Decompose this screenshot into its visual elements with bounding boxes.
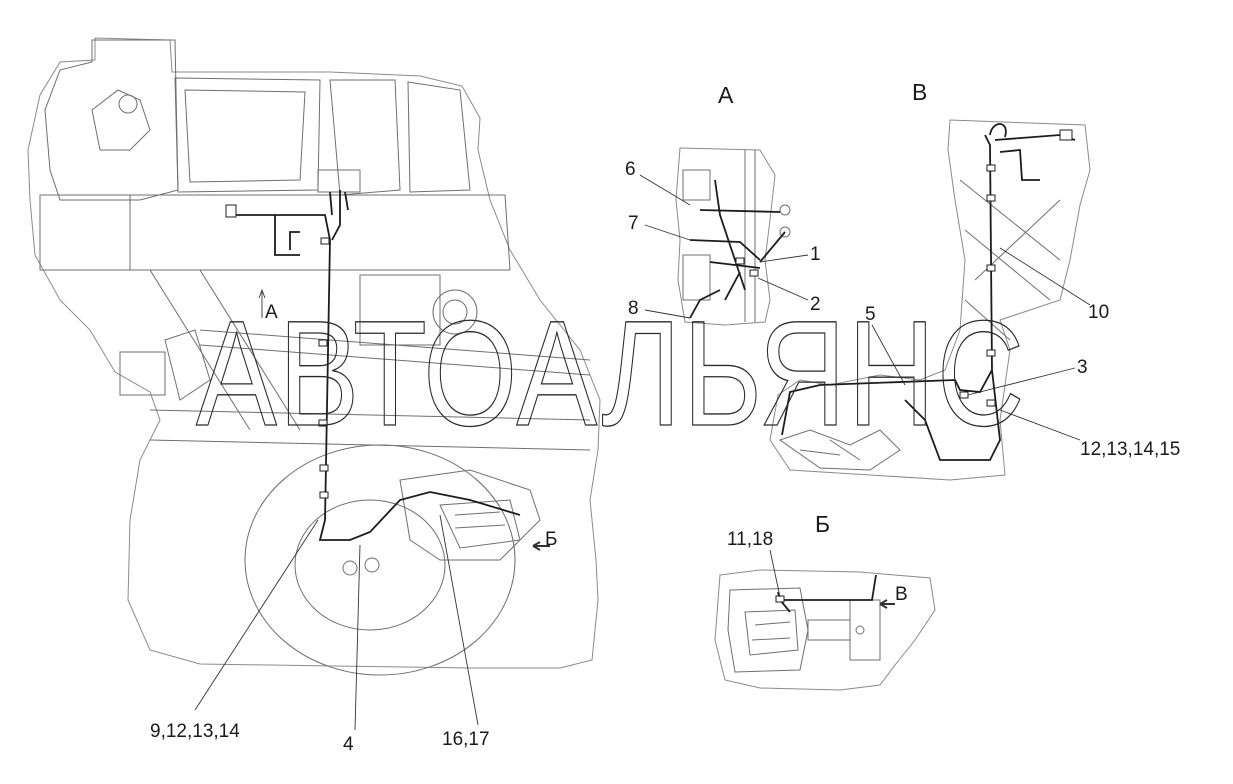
detail-v-top-loop	[989, 123, 1007, 138]
left-box	[119, 351, 166, 396]
view-b-arrow	[532, 541, 550, 551]
leader-3	[967, 367, 1076, 396]
cab-panel	[44, 39, 179, 201]
wheel-bolt-1	[342, 560, 358, 576]
callout-16-17: 16,17	[442, 729, 490, 750]
detail-b-harness	[777, 574, 877, 613]
handle-knob	[118, 94, 138, 114]
detail-a-stud-1	[779, 204, 791, 216]
callout-3: 3	[1077, 357, 1088, 378]
main-harness	[230, 214, 521, 541]
detail-b-outline	[714, 569, 936, 691]
main-clip-4	[319, 464, 329, 472]
main-view: А Б 9,12,13,14 4 16,17	[27, 37, 601, 755]
detail-b-title: Б	[815, 511, 830, 537]
wheel-rim	[294, 499, 446, 631]
main-clip-2	[318, 339, 328, 347]
detail-v-frame-diag	[959, 179, 1061, 341]
main-clip-5	[319, 491, 329, 499]
detail-b-housing	[727, 587, 809, 673]
detail-v-title: В	[912, 79, 927, 105]
leader-5	[871, 324, 906, 386]
detail-b: Б 11,18 В	[714, 511, 936, 691]
callout-1: 1	[810, 244, 821, 265]
detail-b-view-arrow	[879, 599, 895, 609]
leader-10	[999, 247, 1091, 306]
detail-a-rail	[744, 150, 756, 322]
detail-v: В 10 5 3 12,13,14,15	[769, 79, 1180, 481]
frame-rail-upper	[149, 269, 301, 431]
cab-window	[174, 77, 321, 193]
gearbox-detail	[439, 499, 521, 549]
main-clip-6	[225, 204, 237, 218]
detail-b-shaft	[807, 599, 881, 661]
detail-a-harness	[689, 179, 786, 319]
callout-7: 7	[628, 213, 639, 234]
hub-outer	[432, 289, 478, 335]
leader-2	[757, 277, 809, 301]
detail-a-outline	[675, 147, 776, 326]
detail-v-clip-1	[986, 164, 996, 172]
detail-a-stud-2	[779, 226, 791, 238]
cab-window-inner	[184, 89, 306, 183]
detail-v-outline	[769, 119, 1091, 481]
detail-b-housing-inner	[744, 609, 799, 656]
leader-11-18	[769, 549, 781, 598]
wheel-bolt-2	[364, 557, 380, 573]
callout-11-18: 11,18	[727, 529, 773, 550]
leader-8	[644, 309, 691, 319]
bracket-block	[359, 274, 441, 346]
callout-5: 5	[865, 304, 876, 325]
leader-7	[644, 224, 691, 241]
detail-a-clip-2	[749, 269, 759, 277]
callout-6: 6	[625, 159, 636, 180]
detail-a-clip-1	[735, 257, 745, 265]
leader-1	[759, 254, 809, 263]
detail-v-clip-6	[986, 399, 996, 407]
callout-9-12-13-14: 9,12,13,14	[150, 721, 240, 742]
callout-4: 4	[343, 734, 354, 755]
platform-beam	[39, 194, 511, 271]
main-harness-branch	[274, 190, 341, 256]
wheel-outer	[244, 444, 516, 676]
detail-v-clip-4	[986, 349, 996, 357]
detail-b-view-v-label: В	[895, 584, 908, 605]
main-view-b-label: Б	[545, 529, 557, 550]
main-harness-top	[329, 191, 349, 216]
callout-2: 2	[810, 294, 821, 315]
cab-pillar	[329, 79, 401, 196]
leader-4	[354, 544, 361, 731]
leader-12-13-14-15	[999, 409, 1081, 441]
detail-v-lower-parts	[778, 429, 901, 471]
detail-v-connector	[1059, 129, 1073, 141]
seat-handle	[91, 89, 151, 151]
leader-6	[639, 174, 691, 206]
view-a-arrow	[258, 288, 266, 318]
main-clip-1	[320, 237, 330, 245]
leader-9-12-13-14	[194, 519, 319, 711]
detail-v-clip-2	[986, 194, 996, 202]
detail-a-title: А	[718, 82, 734, 108]
watermark-text: АВТОАЛЬЯНС	[196, 289, 1026, 457]
detail-a: А 6 7 8 1 2	[625, 82, 821, 326]
callout-12-13-14-15: 12,13,14,15	[1080, 439, 1180, 460]
main-view-a-label: А	[265, 302, 278, 323]
main-clip-3	[318, 419, 328, 427]
connector-block	[317, 169, 361, 193]
left-box-mount	[164, 329, 211, 401]
leader-16-17	[439, 514, 479, 726]
cab-pillar-right	[407, 81, 471, 193]
hub-inner	[442, 299, 468, 325]
detail-a-bracket	[682, 169, 711, 301]
main-body-outline	[27, 37, 601, 669]
detail-v-clip-3	[986, 264, 996, 272]
detail-b-bolt	[855, 625, 865, 635]
callout-8: 8	[628, 298, 639, 319]
callout-10: 10	[1088, 302, 1109, 323]
